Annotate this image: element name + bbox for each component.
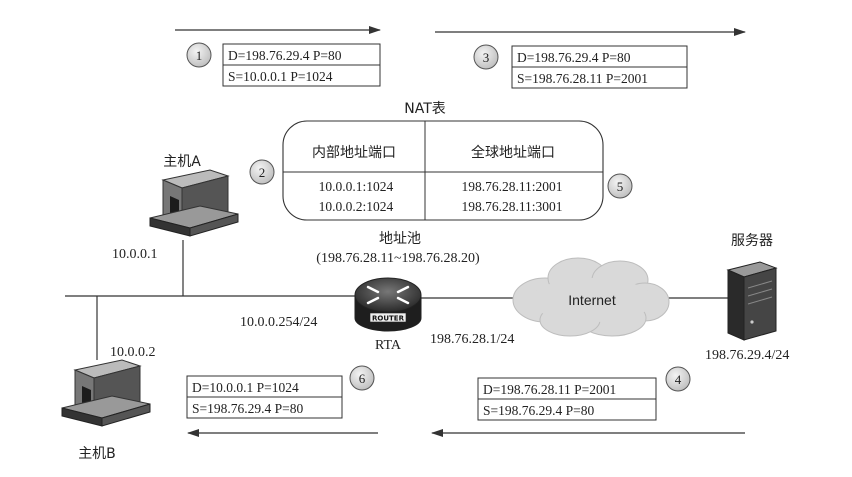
nat-row-2-global: 198.76.28.11:3001: [461, 199, 562, 214]
step-number-3: 3: [483, 50, 490, 65]
step-number-2: 2: [259, 165, 266, 180]
nat-col-inside: 内部地址端口: [312, 145, 396, 161]
computer-icon: [149, 169, 239, 237]
router-icon: ROUTER: [354, 277, 422, 332]
nat-row-1-global: 198.76.28.11:2001: [461, 179, 562, 194]
nat-table-title: NAT表: [404, 101, 446, 117]
packet-3-dst: D=198.76.29.4 P=80: [517, 50, 631, 65]
nat-row-2-inside: 10.0.0.2:1024: [319, 199, 394, 214]
step-badge-3: [473, 44, 499, 70]
host-a-ip: 10.0.0.1: [112, 247, 158, 262]
step-number-4: 4: [675, 372, 682, 387]
router-name: RTA: [375, 338, 402, 353]
host-a-name: 主机A: [163, 154, 201, 170]
step-badge-5: [607, 173, 633, 199]
router-badge: ROUTER: [372, 315, 405, 323]
internet-cloud: Internet: [512, 257, 670, 337]
step-number-1: 1: [196, 48, 203, 63]
step-badge-6: [349, 365, 375, 391]
computer-icon: [61, 359, 151, 427]
packet-3-src: S=198.76.28.11 P=2001: [517, 71, 648, 86]
packet-4: D=198.76.28.11 P=2001 S=198.76.29.4 P=80…: [477, 366, 691, 421]
step-number-6: 6: [359, 371, 366, 386]
nat-col-global: 全球地址端口: [471, 144, 555, 161]
packet-4-src: S=198.76.29.4 P=80: [483, 403, 594, 418]
host-a: 主机A 10.0.0.1: [112, 154, 239, 262]
server-ip: 198.76.29.4/24: [705, 348, 789, 363]
server-icon: [726, 261, 778, 341]
packet-1-src: S=10.0.0.1 P=1024: [228, 69, 333, 84]
packet-6-dst: D=10.0.0.1 P=1024: [192, 380, 299, 395]
step-number-5: 5: [617, 179, 624, 194]
host-b-name: 主机B: [78, 446, 116, 462]
packet-3: 3 D=198.76.29.4 P=80 S=198.76.28.11 P=20…: [473, 44, 688, 89]
nat-row-1-inside: 10.0.0.1:1024: [319, 179, 394, 194]
pool-title: 地址池: [379, 231, 421, 247]
nat-table: NAT表 内部地址端口 全球地址端口 10.0.0.1:1024 198.76.…: [249, 101, 633, 221]
router-outside-ip: 198.76.28.1/24: [430, 332, 514, 347]
internet-label: Internet: [568, 292, 616, 308]
step-badge-1: [186, 42, 212, 68]
host-b: 10.0.0.2 主机B: [61, 345, 156, 462]
host-b-ip: 10.0.0.2: [110, 345, 156, 360]
server: 服务器 198.76.29.4/24: [705, 233, 789, 363]
packet-1-dst: D=198.76.29.4 P=80: [228, 48, 342, 63]
packet-4-dst: D=198.76.28.11 P=2001: [483, 382, 616, 397]
step-badge-2: [249, 159, 275, 185]
packet-1: 1 D=198.76.29.4 P=80 S=10.0.0.1 P=1024: [186, 42, 381, 87]
step-badge-4: [665, 366, 691, 392]
server-name: 服务器: [731, 233, 773, 249]
router-inside-ip: 10.0.0.254/24: [240, 315, 317, 330]
packet-6-src: S=198.76.29.4 P=80: [192, 401, 303, 416]
packet-6: D=10.0.0.1 P=1024 S=198.76.29.4 P=80 6: [186, 365, 375, 419]
router: 10.0.0.254/24 ROUTER RTA 198.76.28.1/24: [240, 277, 514, 353]
pool-range: (198.76.28.11~198.76.28.20): [316, 251, 480, 266]
